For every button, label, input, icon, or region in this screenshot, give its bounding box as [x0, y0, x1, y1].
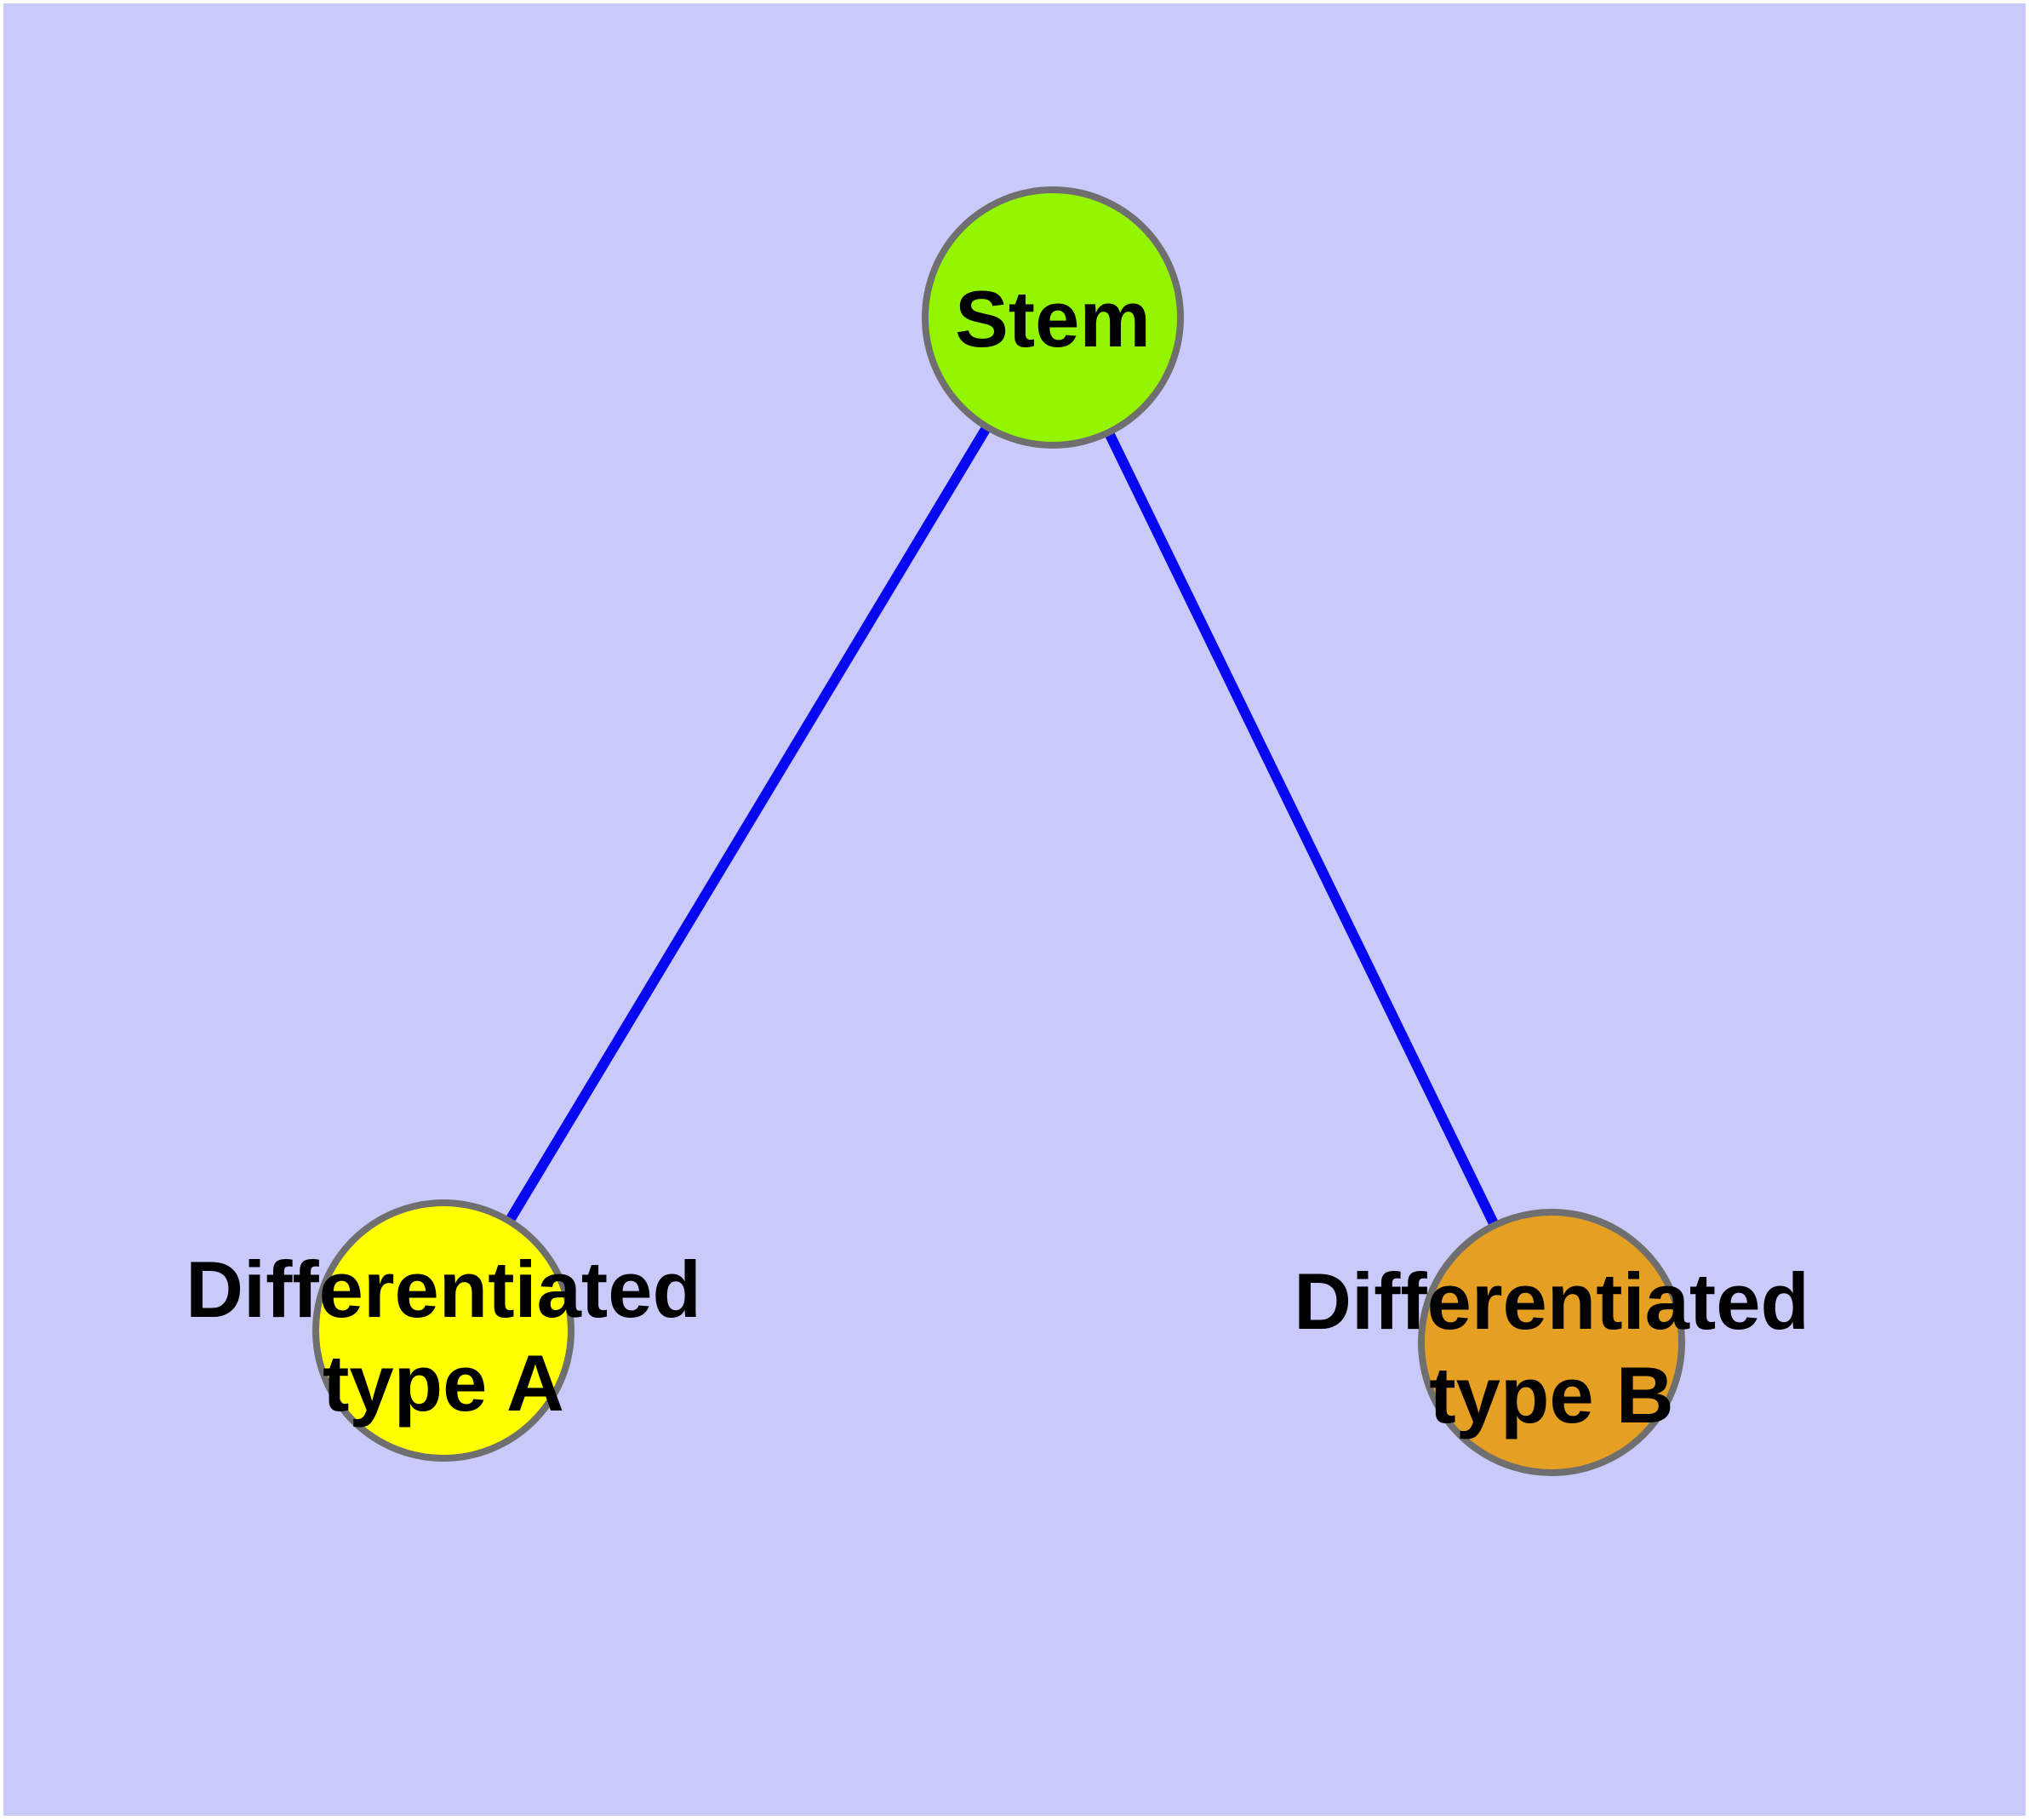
node-type-a-label-line2: type A — [323, 1338, 564, 1428]
node-differentiated-type-b — [1418, 1209, 1685, 1476]
edge-stem-to-type-b — [1048, 315, 1557, 1345]
node-type-b-label-line2: type B — [1429, 1350, 1673, 1439]
node-stem-label: Stem — [955, 274, 1151, 363]
node-type-a-label-line1: Differentiated — [186, 1245, 701, 1334]
node-stem — [922, 186, 1184, 449]
node-type-b-label-line1: Differentiated — [1294, 1256, 1809, 1346]
edge-stem-to-type-a — [438, 314, 1058, 1334]
node-differentiated-type-a — [312, 1199, 574, 1462]
